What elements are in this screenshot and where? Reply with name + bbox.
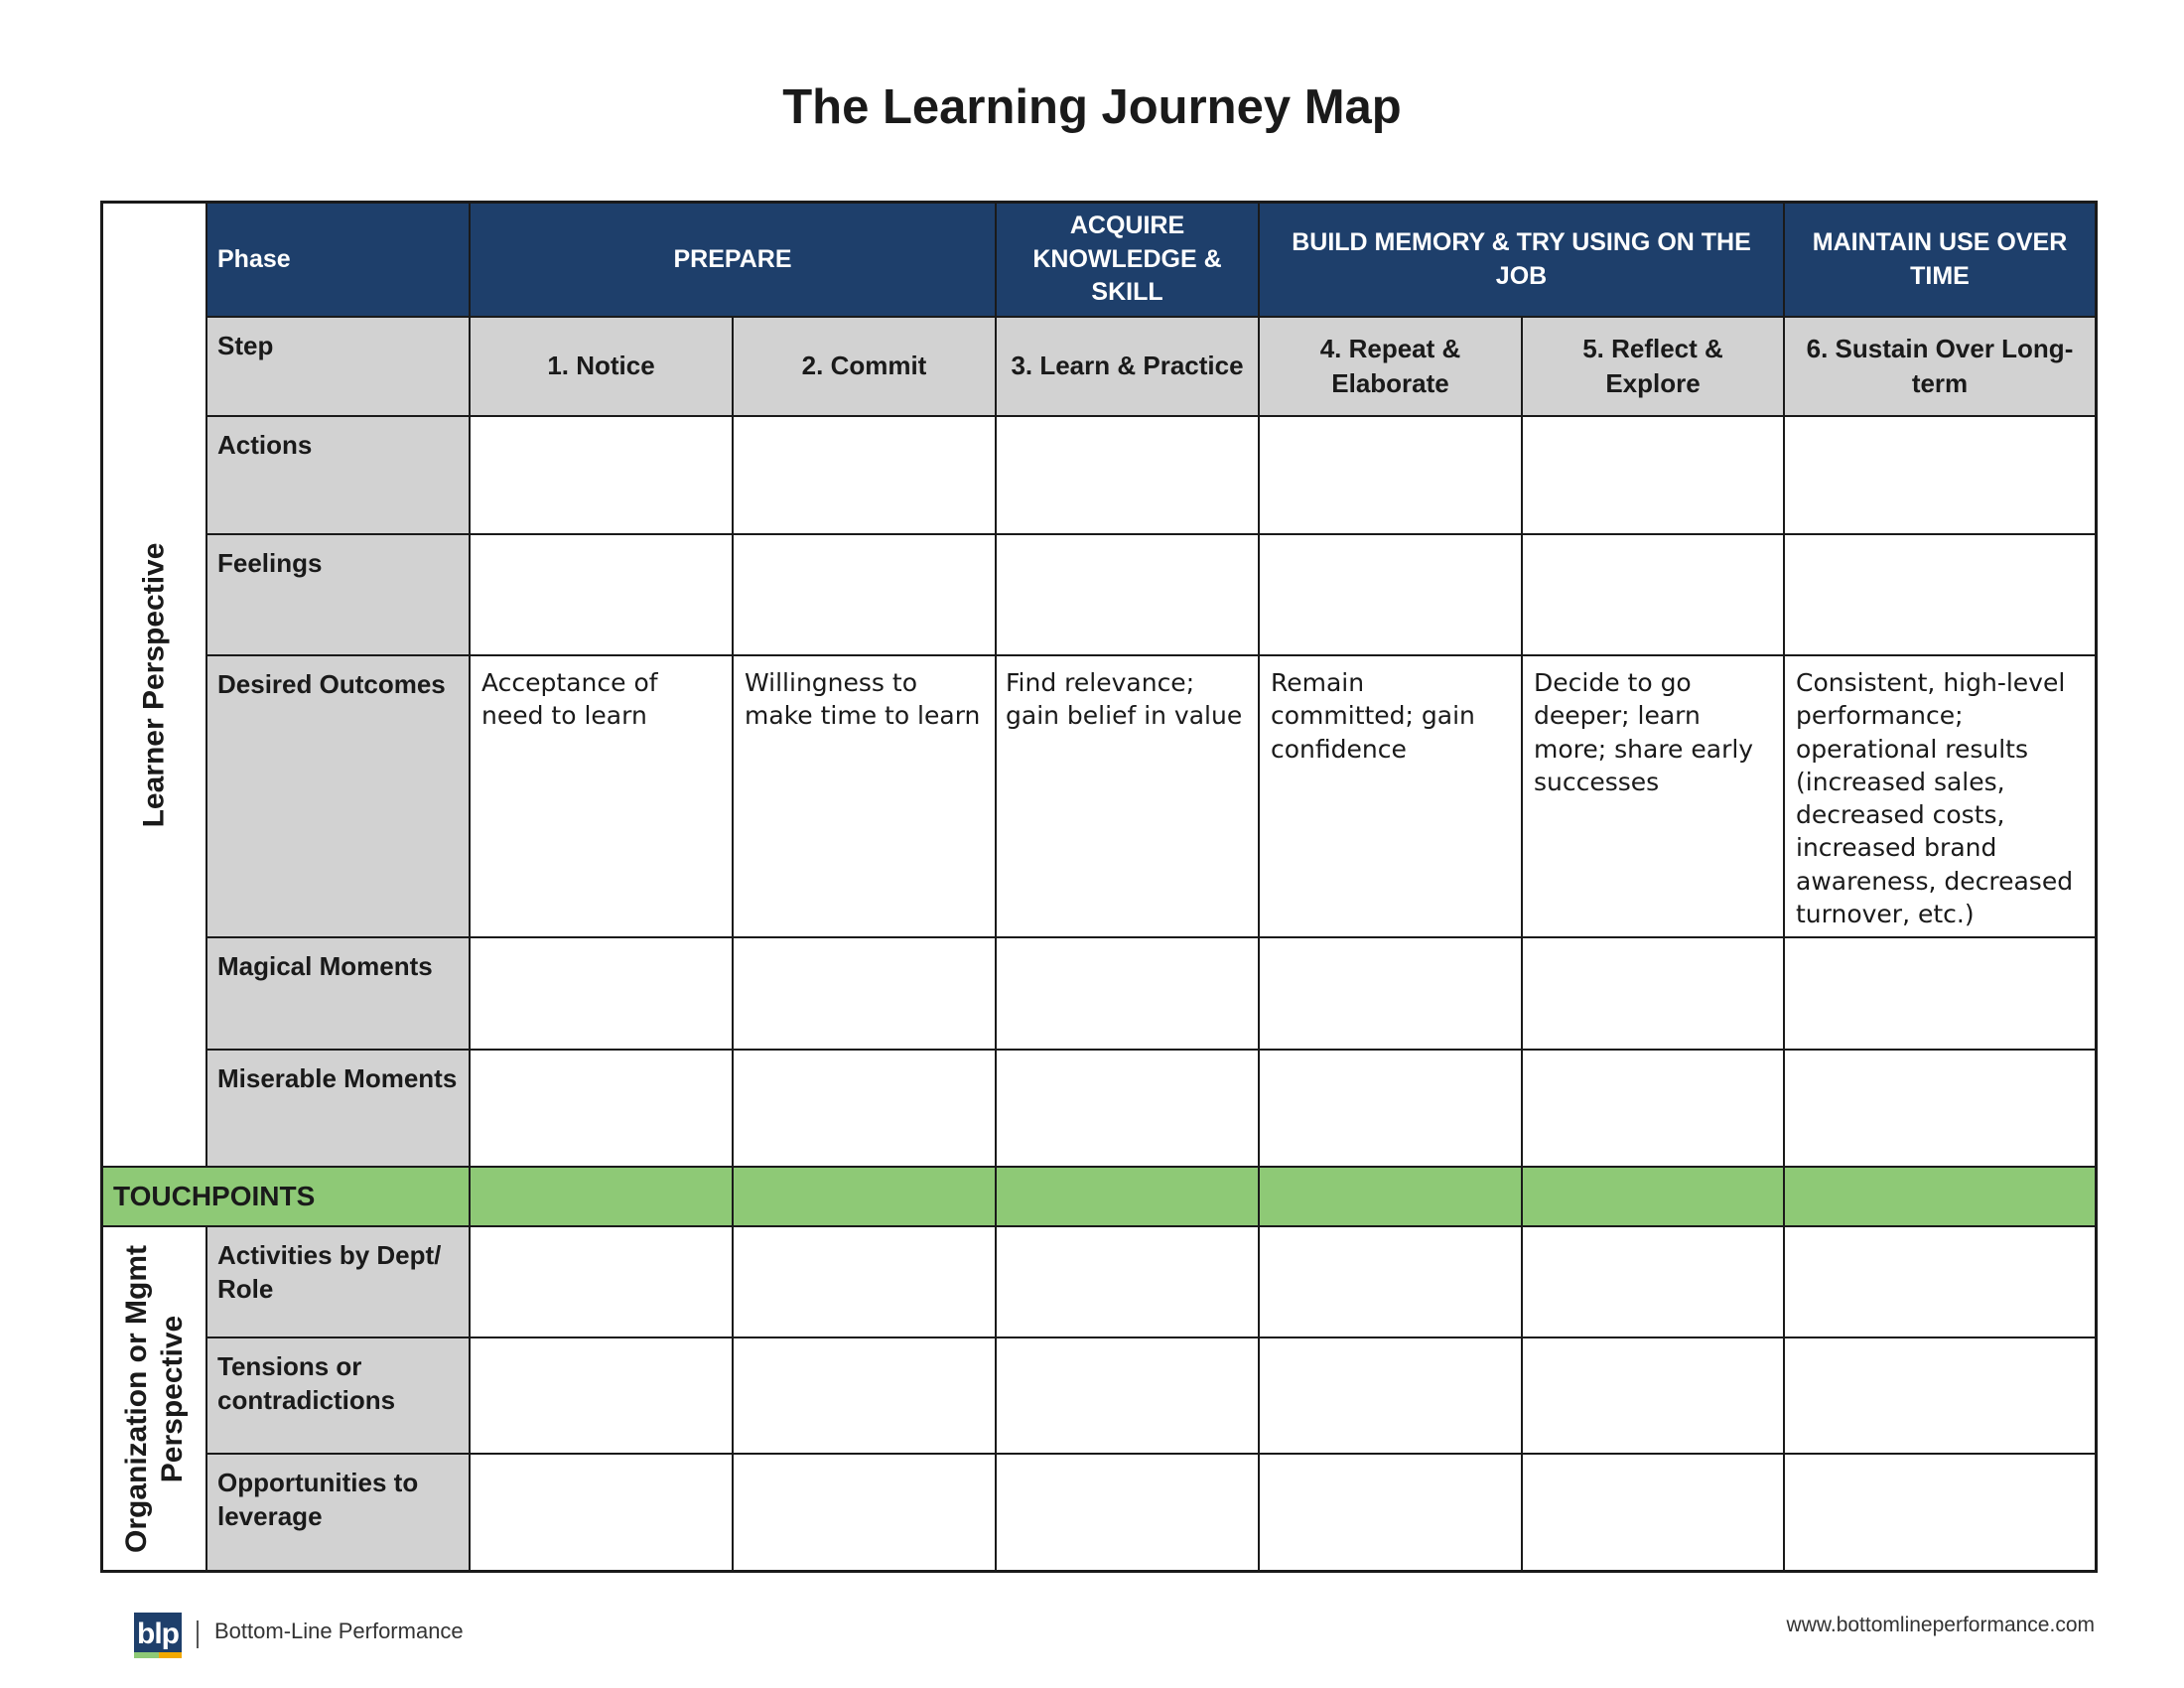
feelings-cell-6[interactable] bbox=[1785, 535, 2095, 656]
desired-outcome-1[interactable]: Acceptance of need to learn bbox=[471, 656, 734, 938]
phase-prepare: PREPARE bbox=[471, 204, 997, 318]
desired-outcome-5[interactable]: Decide to go deeper; learn more; share e… bbox=[1523, 656, 1785, 938]
miserable-cell-2[interactable] bbox=[734, 1051, 997, 1168]
footer-divider bbox=[197, 1620, 199, 1648]
row-label-desired-outcomes: Desired Outcomes bbox=[207, 656, 471, 938]
activities-cell-4[interactable] bbox=[1260, 1227, 1523, 1338]
activities-cell-3[interactable] bbox=[997, 1227, 1260, 1338]
journey-map-table: Learner Perspective Organization or Mgmt… bbox=[100, 201, 2098, 1573]
actions-cell-1[interactable] bbox=[471, 417, 734, 535]
miserable-cell-1[interactable] bbox=[471, 1051, 734, 1168]
opportunities-cell-3[interactable] bbox=[997, 1455, 1260, 1570]
phase-build: BUILD MEMORY & TRY USING ON THE JOB bbox=[1260, 204, 1785, 318]
feelings-cell-4[interactable] bbox=[1260, 535, 1523, 656]
desired-outcome-4[interactable]: Remain committed; gain confidence bbox=[1260, 656, 1523, 938]
opportunities-cell-6[interactable] bbox=[1785, 1455, 2095, 1570]
magical-cell-2[interactable] bbox=[734, 938, 997, 1051]
feelings-cell-1[interactable] bbox=[471, 535, 734, 656]
step-4: 4. Repeat & Elaborate bbox=[1260, 318, 1523, 417]
opportunities-cell-4[interactable] bbox=[1260, 1455, 1523, 1570]
touchpoint-cell-6[interactable] bbox=[1785, 1168, 2095, 1227]
touchpoint-cell-5[interactable] bbox=[1523, 1168, 1785, 1227]
page-title: The Learning Journey Map bbox=[782, 80, 1402, 134]
org-perspective-line1: Organization or Mgmt bbox=[119, 1244, 153, 1553]
actions-cell-2[interactable] bbox=[734, 417, 997, 535]
org-perspective-line2: Perspective bbox=[155, 1315, 189, 1482]
opportunities-cell-5[interactable] bbox=[1523, 1455, 1785, 1570]
step-label: Step bbox=[207, 318, 471, 417]
logo-accent-bar-orange bbox=[159, 1652, 182, 1658]
miserable-cell-4[interactable] bbox=[1260, 1051, 1523, 1168]
miserable-cell-3[interactable] bbox=[997, 1051, 1260, 1168]
step-3: 3. Learn & Practice bbox=[997, 318, 1260, 417]
opportunities-cell-1[interactable] bbox=[471, 1455, 734, 1570]
miserable-cell-5[interactable] bbox=[1523, 1051, 1785, 1168]
tensions-cell-4[interactable] bbox=[1260, 1338, 1523, 1455]
magical-cell-5[interactable] bbox=[1523, 938, 1785, 1051]
touchpoint-cell-4[interactable] bbox=[1260, 1168, 1523, 1227]
blp-logo: blp bbox=[134, 1613, 182, 1656]
company-name: Bottom-Line Performance bbox=[214, 1618, 464, 1643]
tensions-cell-2[interactable] bbox=[734, 1338, 997, 1455]
tensions-cell-3[interactable] bbox=[997, 1338, 1260, 1455]
phase-maintain: MAINTAIN USE OVER TIME bbox=[1785, 204, 2095, 318]
opportunities-cell-2[interactable] bbox=[734, 1455, 997, 1570]
actions-cell-5[interactable] bbox=[1523, 417, 1785, 535]
touchpoint-cell-1[interactable] bbox=[471, 1168, 734, 1227]
row-label-feelings: Feelings bbox=[207, 535, 471, 656]
step-6: 6. Sustain Over Long-term bbox=[1785, 318, 2095, 417]
step-5: 5. Reflect & Explore bbox=[1523, 318, 1785, 417]
learner-perspective-label: Learner Perspective bbox=[103, 204, 207, 1168]
step-2: 2. Commit bbox=[734, 318, 997, 417]
activities-cell-1[interactable] bbox=[471, 1227, 734, 1338]
phase-label: Phase bbox=[207, 204, 471, 318]
tensions-cell-1[interactable] bbox=[471, 1338, 734, 1455]
magical-cell-6[interactable] bbox=[1785, 938, 2095, 1051]
actions-cell-4[interactable] bbox=[1260, 417, 1523, 535]
row-label-activities: Activities by Dept/ Role bbox=[207, 1227, 471, 1338]
tensions-cell-6[interactable] bbox=[1785, 1338, 2095, 1455]
feelings-cell-2[interactable] bbox=[734, 535, 997, 656]
actions-cell-3[interactable] bbox=[997, 417, 1260, 535]
magical-cell-3[interactable] bbox=[997, 938, 1260, 1051]
feelings-cell-5[interactable] bbox=[1523, 535, 1785, 656]
magical-cell-1[interactable] bbox=[471, 938, 734, 1051]
phase-acquire: ACQUIRE KNOWLEDGE & SKILL bbox=[997, 204, 1260, 318]
touchpoints-label: TOUCHPOINTS bbox=[103, 1168, 471, 1227]
actions-cell-6[interactable] bbox=[1785, 417, 2095, 535]
activities-cell-2[interactable] bbox=[734, 1227, 997, 1338]
desired-outcome-2[interactable]: Willingness to make time to learn bbox=[734, 656, 997, 938]
magical-cell-4[interactable] bbox=[1260, 938, 1523, 1051]
logo-accent-bar bbox=[134, 1652, 182, 1658]
row-label-tensions: Tensions or contradictions bbox=[207, 1338, 471, 1455]
desired-outcome-6[interactable]: Consistent, high-level performance; oper… bbox=[1785, 656, 2095, 938]
row-label-opportunities: Opportunities to leverage bbox=[207, 1455, 471, 1570]
feelings-cell-3[interactable] bbox=[997, 535, 1260, 656]
row-label-actions: Actions bbox=[207, 417, 471, 535]
step-1: 1. Notice bbox=[471, 318, 734, 417]
website-link[interactable]: www.bottomlineperformance.com bbox=[1786, 1614, 2095, 1636]
touchpoint-cell-3[interactable] bbox=[997, 1168, 1260, 1227]
learner-perspective-text: Learner Perspective bbox=[137, 542, 171, 827]
row-label-magical-moments: Magical Moments bbox=[207, 938, 471, 1051]
miserable-cell-6[interactable] bbox=[1785, 1051, 2095, 1168]
touchpoint-cell-2[interactable] bbox=[734, 1168, 997, 1227]
desired-outcome-3[interactable]: Find relevance; gain belief in value bbox=[997, 656, 1260, 938]
row-label-miserable-moments: Miserable Moments bbox=[207, 1051, 471, 1168]
tensions-cell-5[interactable] bbox=[1523, 1338, 1785, 1455]
activities-cell-5[interactable] bbox=[1523, 1227, 1785, 1338]
activities-cell-6[interactable] bbox=[1785, 1227, 2095, 1338]
